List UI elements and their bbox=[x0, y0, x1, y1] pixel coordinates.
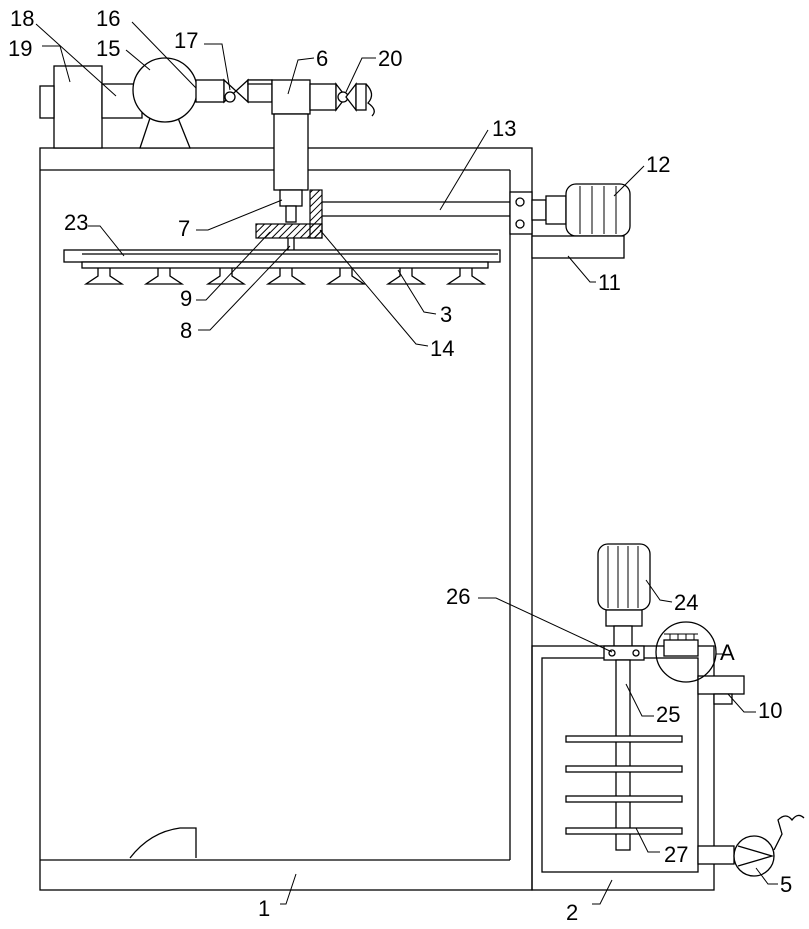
label-A: A bbox=[720, 640, 735, 665]
label-23: 23 bbox=[64, 210, 88, 235]
top-pump-assembly bbox=[40, 58, 374, 222]
label-24: 24 bbox=[674, 590, 698, 615]
label-19: 19 bbox=[8, 36, 32, 61]
label-17: 17 bbox=[174, 28, 198, 53]
pump-circle bbox=[133, 58, 197, 122]
label-25: 25 bbox=[656, 702, 680, 727]
label-27: 27 bbox=[664, 842, 688, 867]
label-8: 8 bbox=[180, 318, 192, 343]
label-11: 11 bbox=[598, 270, 621, 295]
side-motor-assembly bbox=[510, 184, 630, 258]
label-1: 1 bbox=[258, 896, 270, 921]
label-26: 26 bbox=[446, 584, 470, 609]
label-16: 16 bbox=[96, 6, 120, 31]
label-5: 5 bbox=[780, 872, 792, 897]
label-20: 20 bbox=[378, 46, 402, 71]
label-10: 10 bbox=[758, 698, 782, 723]
label-15: 15 bbox=[96, 36, 120, 61]
label-12: 12 bbox=[646, 152, 670, 177]
part-labels: 18 19 16 15 17 6 20 13 12 11 23 7 9 8 3 … bbox=[8, 6, 792, 925]
label-7: 7 bbox=[178, 216, 190, 241]
label-2: 2 bbox=[566, 900, 578, 925]
label-3: 3 bbox=[440, 302, 452, 327]
label-13: 13 bbox=[492, 116, 516, 141]
label-18: 18 bbox=[10, 6, 34, 31]
label-6: 6 bbox=[316, 46, 328, 71]
label-14: 14 bbox=[430, 336, 454, 361]
label-9: 9 bbox=[180, 286, 192, 311]
